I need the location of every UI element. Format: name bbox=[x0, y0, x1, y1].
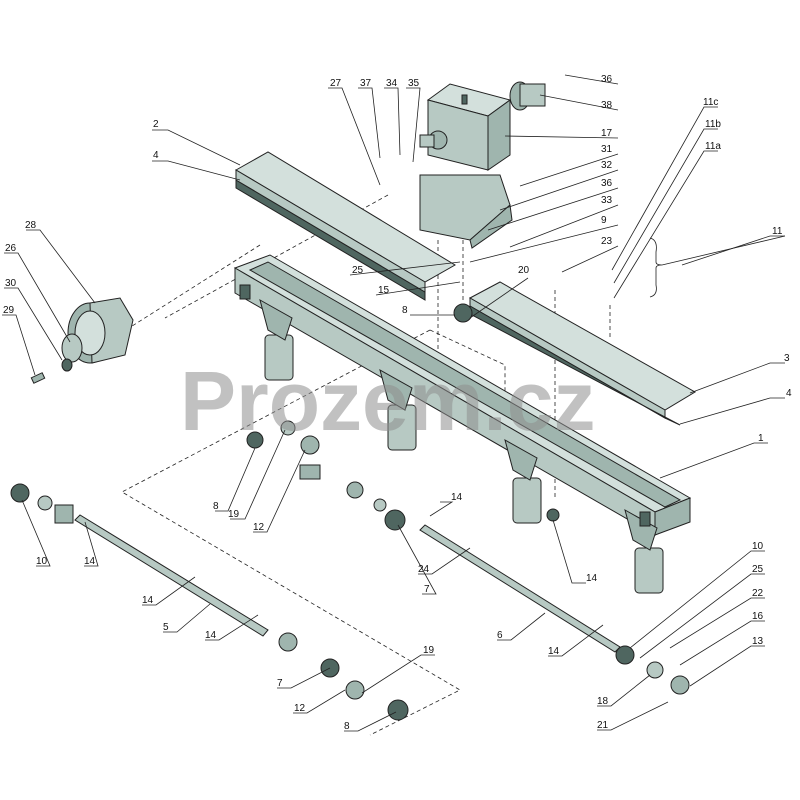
callout-label: 8 bbox=[344, 721, 350, 732]
callout-label: 25 bbox=[752, 564, 764, 575]
callout-label: 33 bbox=[601, 195, 613, 206]
callout-label: 17 bbox=[601, 128, 613, 139]
watermark: Prozem.cz bbox=[180, 354, 596, 448]
bell-cover bbox=[30, 297, 134, 384]
leader-11 bbox=[661, 235, 786, 266]
bearing-cluster-bottom-mid bbox=[278, 632, 409, 721]
shaft-left bbox=[74, 514, 269, 637]
callout-label: 3 bbox=[784, 353, 790, 364]
callout-label: 11 bbox=[772, 226, 783, 237]
callout-label: 21 bbox=[597, 720, 609, 731]
callout-label: 14 bbox=[586, 573, 598, 584]
callout-label: 16 bbox=[752, 611, 764, 622]
callout-label: 25 bbox=[352, 265, 364, 276]
callout-label: 36 bbox=[601, 178, 613, 189]
callout-label: 11a bbox=[705, 141, 721, 152]
callout-label: 8 bbox=[402, 305, 408, 316]
cover-plate-right bbox=[468, 281, 696, 426]
callout-label: 4 bbox=[153, 150, 159, 161]
callout-label: 7 bbox=[424, 584, 430, 595]
nut-item-24 bbox=[546, 508, 560, 522]
callout-label: 31 bbox=[601, 144, 613, 155]
callout-label: 26 bbox=[5, 243, 17, 254]
callout-label: 12 bbox=[253, 522, 265, 533]
callout-label: 2 bbox=[153, 119, 159, 130]
callout-labels: 27 37 34 35 36 38 17 31 32 36 33 9 23 20… bbox=[2, 74, 792, 732]
callout-label: 13 bbox=[752, 636, 764, 647]
callout-label: 7 bbox=[277, 678, 283, 689]
bracket-11 bbox=[649, 237, 663, 298]
callout-label: 37 bbox=[360, 78, 372, 89]
callout-label: 35 bbox=[408, 78, 420, 89]
callout-label: 27 bbox=[330, 78, 342, 89]
callout-label: 24 bbox=[418, 564, 430, 575]
callout-label: 23 bbox=[601, 236, 613, 247]
callout-label: 14 bbox=[205, 630, 217, 641]
callout-label: 19 bbox=[228, 509, 240, 520]
callout-label: 15 bbox=[378, 285, 390, 296]
callout-label: 32 bbox=[601, 160, 613, 171]
callout-label: 1 bbox=[758, 433, 764, 444]
callout-label: 29 bbox=[3, 305, 15, 316]
callout-label: 10 bbox=[752, 541, 764, 552]
callout-label: 14 bbox=[451, 492, 463, 503]
callout-label: 5 bbox=[163, 622, 169, 633]
gear-item-20 bbox=[453, 303, 473, 323]
callout-label: 38 bbox=[601, 100, 613, 111]
bearing-cluster-far-left bbox=[10, 483, 74, 524]
callout-label: 22 bbox=[752, 588, 764, 599]
callout-label: 11c bbox=[703, 97, 718, 108]
callout-label: 20 bbox=[518, 265, 530, 276]
callout-label: 6 bbox=[497, 630, 503, 641]
callout-label: 8 bbox=[213, 501, 219, 512]
cover-plate-left bbox=[235, 151, 456, 301]
callout-label: 34 bbox=[386, 78, 398, 89]
callout-label: 36 bbox=[601, 74, 613, 85]
callout-label: 4 bbox=[786, 388, 792, 399]
bearing-cluster-bottom-right bbox=[615, 645, 690, 695]
callout-label: 14 bbox=[142, 595, 154, 606]
bearing-cluster-top-right bbox=[346, 481, 406, 531]
callout-label: 14 bbox=[548, 646, 560, 657]
callout-label: 19 bbox=[423, 645, 435, 656]
callout-label: 14 bbox=[84, 556, 96, 567]
callout-label: 11b bbox=[705, 119, 721, 130]
main-frame-beam bbox=[233, 254, 692, 594]
callout-label: 30 bbox=[5, 278, 17, 289]
gearbox bbox=[419, 81, 546, 249]
callout-label: 10 bbox=[36, 556, 48, 567]
callout-label: 9 bbox=[601, 215, 607, 226]
callout-label: 18 bbox=[597, 696, 609, 707]
callout-label: 12 bbox=[294, 703, 306, 714]
callout-label: 28 bbox=[25, 220, 37, 231]
